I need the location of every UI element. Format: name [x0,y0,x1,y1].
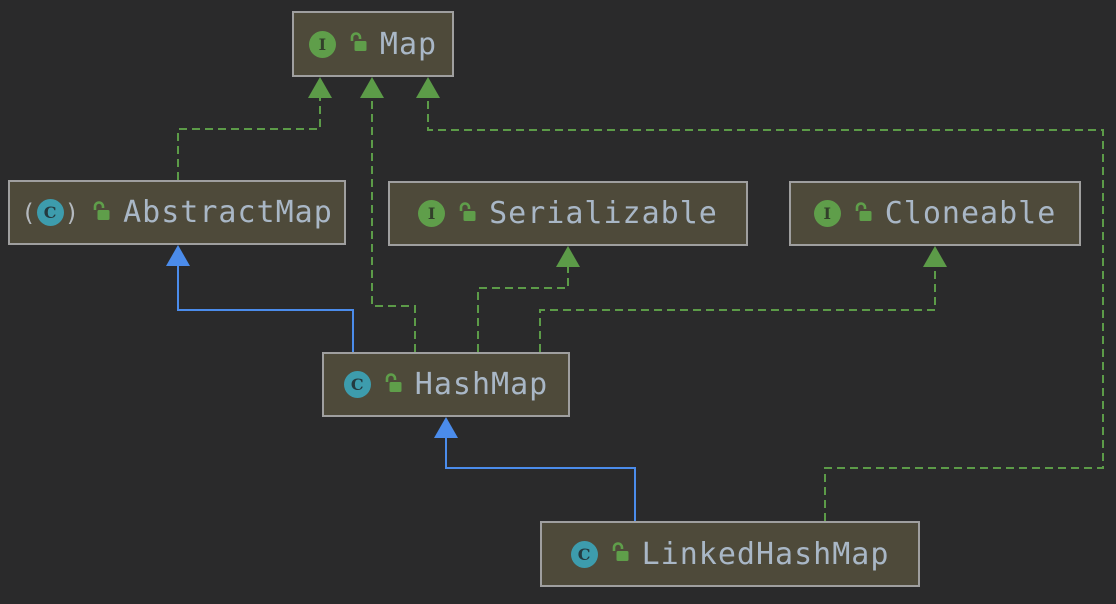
edge-abstractmap-to-map [177,97,321,180]
node-label: Serializable [489,196,718,231]
arrowhead-hashmap-to-cloneable [923,246,947,267]
arrowhead-hashmap-to-serializable [556,246,580,267]
arrowhead-linkedhashmap-to-hashmap [434,417,458,438]
class-node-hashmap[interactable]: C HashMap [322,352,570,417]
unlocked-icon [853,201,873,227]
unlocked-icon [457,201,477,227]
class-node-map[interactable]: I Map [292,11,454,77]
arrowhead-hashmap-to-map [360,77,384,98]
arrowhead-linkedhashmap-to-map [416,77,440,98]
unlocked-icon [610,541,630,567]
edge-hashmap-to-map [371,97,416,352]
class-node-cloneable[interactable]: I Cloneable [789,181,1081,246]
node-label: Map [379,26,438,62]
node-label: Cloneable [884,196,1057,231]
unlocked-icon [348,31,368,57]
edge-linkedhashmap-to-map [427,97,1104,521]
class-node-abstractmap[interactable]: (C) AbstractMap [8,180,346,245]
node-label: LinkedHashMap [641,536,890,572]
node-label: HashMap [414,367,549,402]
edge-hashmap-to-serializable [477,266,569,352]
class-node-serializable[interactable]: I Serializable [388,181,748,246]
arrowhead-hashmap-to-abstractmap [166,245,190,266]
abstract-class-icon: (C) [21,198,80,227]
class-node-linkedhashmap[interactable]: C LinkedHashMap [540,521,920,587]
interface-icon: I [418,200,446,227]
node-label: AbstractMap [123,195,333,230]
class-icon: C [343,371,371,398]
class-icon: C [570,540,598,568]
unlocked-icon [91,200,111,226]
interface-icon: I [813,200,841,227]
interface-icon: I [308,30,336,58]
arrowhead-abstractmap-to-map [308,77,332,98]
edge-hashmap-to-cloneable [539,266,936,352]
unlocked-icon [383,372,403,398]
edge-linkedhashmap-to-hashmap [445,437,636,521]
edge-hashmap-to-abstractmap [177,265,354,352]
